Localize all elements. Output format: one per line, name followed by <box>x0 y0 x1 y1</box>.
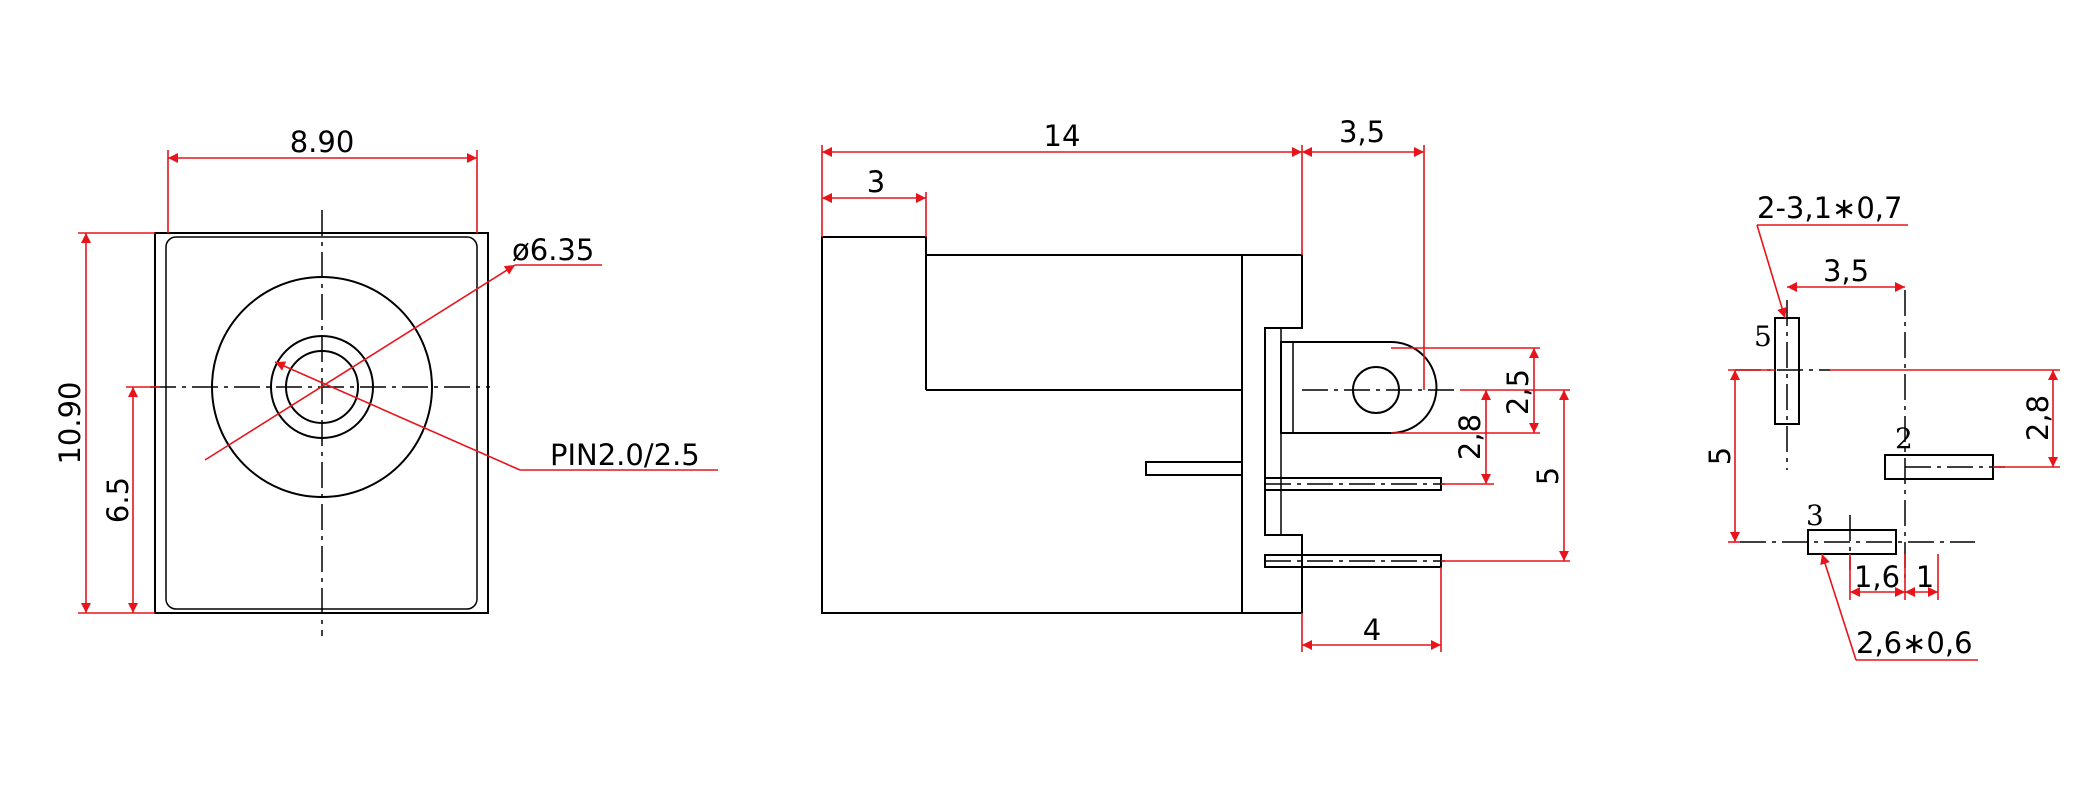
side-body-outline <box>821 236 1243 614</box>
width-label: 8.90 <box>290 125 355 159</box>
diameter-label: ø6.35 <box>512 233 594 267</box>
height-label: 10.90 <box>53 381 87 464</box>
footprint-pin-spacing-y-label: 5 <box>1703 447 1737 465</box>
footprint-pin-spacing-x-label: 3,5 <box>1823 254 1869 288</box>
pin-length-label: 4 <box>1363 613 1381 647</box>
side-view: 14 3 3,5 2,5 2,8 5 4 <box>821 115 1570 652</box>
pin-height-label: 2,8 <box>1453 414 1487 460</box>
pin-number-3: 3 <box>1806 499 1824 532</box>
offset-a-label: 1,6 <box>1854 560 1900 594</box>
offset-b-label: 1 <box>1916 560 1934 594</box>
footprint-pin-offset-y-label: 2,8 <box>2021 395 2055 441</box>
slot-spec-label: 2-3,1∗0,7 <box>1757 191 1902 225</box>
pin-number-2: 2 <box>1895 422 1913 455</box>
slot-spec-leader <box>1756 224 1787 319</box>
pin-number-5: 5 <box>1754 320 1772 353</box>
pad-spec-leader <box>1820 553 1857 661</box>
side-pin-left <box>1145 461 1243 476</box>
front-depth-label: 3 <box>867 165 885 199</box>
front-view: 8.90 10.90 6.5 ø6.35 PIN2.0/2.5 <box>53 125 718 636</box>
lug-offset-label: 3,5 <box>1339 115 1385 149</box>
pin-leader <box>274 361 521 471</box>
center-height-label: 6.5 <box>101 477 135 523</box>
lug-height-label: 2,5 <box>1501 369 1535 415</box>
pin-spacing-label: 5 <box>1531 467 1565 485</box>
footprint-view: 5 2 3 2-3,1∗0,7 3,5 2,8 5 1,6 <box>1703 191 2060 661</box>
diameter-leader <box>204 264 516 461</box>
solder-lug <box>1280 341 1438 434</box>
pin-label: PIN2.0/2.5 <box>550 438 700 472</box>
length-label: 14 <box>1044 119 1081 153</box>
pad-spec-label: 2,6∗0,6 <box>1856 626 1973 660</box>
